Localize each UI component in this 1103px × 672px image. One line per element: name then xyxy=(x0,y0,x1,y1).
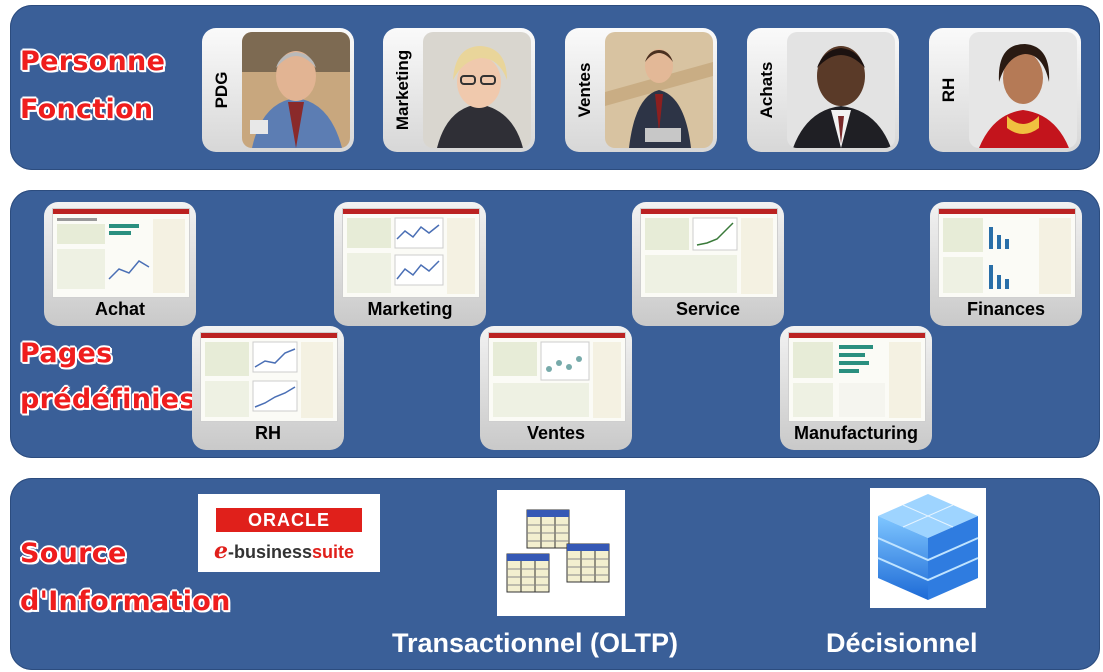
ebs-wordmark: e-businesssuite xyxy=(214,538,355,564)
person-role-label: PDG xyxy=(212,71,231,109)
olap-cube-icon xyxy=(870,488,986,608)
page-card-marketing: Marketing xyxy=(334,202,486,326)
dashboard-screenshot xyxy=(938,208,1076,298)
page-card-finances: Finances xyxy=(930,202,1082,326)
label-pages: Pages xyxy=(20,338,113,369)
dashboard-screenshot xyxy=(488,332,626,422)
label-information: d'Information xyxy=(20,586,231,617)
database-tables-icon xyxy=(497,490,625,616)
person-photo xyxy=(969,32,1077,148)
dashboard-screenshot xyxy=(788,332,926,422)
page-caption: Marketing xyxy=(367,299,453,319)
label-fonction: Fonction xyxy=(20,94,154,125)
person-role-label: Marketing xyxy=(393,49,412,131)
decision-caption: Décisionnel xyxy=(826,628,978,658)
page-card-rh: RH xyxy=(192,326,344,450)
label-predefinies: prédéfinies xyxy=(20,384,196,415)
page-caption: Manufacturing xyxy=(794,423,918,443)
dashboard-screenshot xyxy=(52,208,190,298)
person-photo xyxy=(787,32,895,148)
person-card-rh: RH xyxy=(929,28,1081,152)
oltp-caption: Transactionnel (OLTP) xyxy=(392,628,679,658)
dashboard-screenshot xyxy=(342,208,480,298)
dashboard-screenshot xyxy=(200,332,338,422)
person-photo xyxy=(423,32,531,148)
label-source: Source xyxy=(20,538,127,569)
page-caption: RH xyxy=(255,423,281,443)
page-card-achat: Achat xyxy=(44,202,196,326)
person-photo xyxy=(242,32,350,148)
person-role-label: RH xyxy=(939,77,958,103)
person-card-achats: Achats xyxy=(747,28,899,152)
person-card-pdg: PDG xyxy=(202,28,354,152)
dashboard-screenshot xyxy=(640,208,778,298)
person-photo xyxy=(605,32,713,148)
person-role-label: Ventes xyxy=(575,62,594,118)
page-card-ventes: Ventes xyxy=(480,326,632,450)
oracle-ebs-logo: ORACLE e-businesssuite xyxy=(198,494,380,572)
oracle-wordmark: ORACLE xyxy=(216,508,362,532)
page-caption: Service xyxy=(675,299,741,319)
page-caption: Finances xyxy=(966,299,1046,319)
page-caption: Achat xyxy=(94,299,145,319)
person-card-marketing: Marketing xyxy=(383,28,535,152)
person-role-label: Achats xyxy=(757,61,776,119)
page-caption: Ventes xyxy=(526,423,586,443)
person-card-ventes: Ventes xyxy=(565,28,717,152)
page-card-service: Service xyxy=(632,202,784,326)
label-personne: Personne xyxy=(20,46,166,77)
persona-band xyxy=(10,5,1100,170)
page-card-manufacturing: Manufacturing xyxy=(780,326,932,450)
